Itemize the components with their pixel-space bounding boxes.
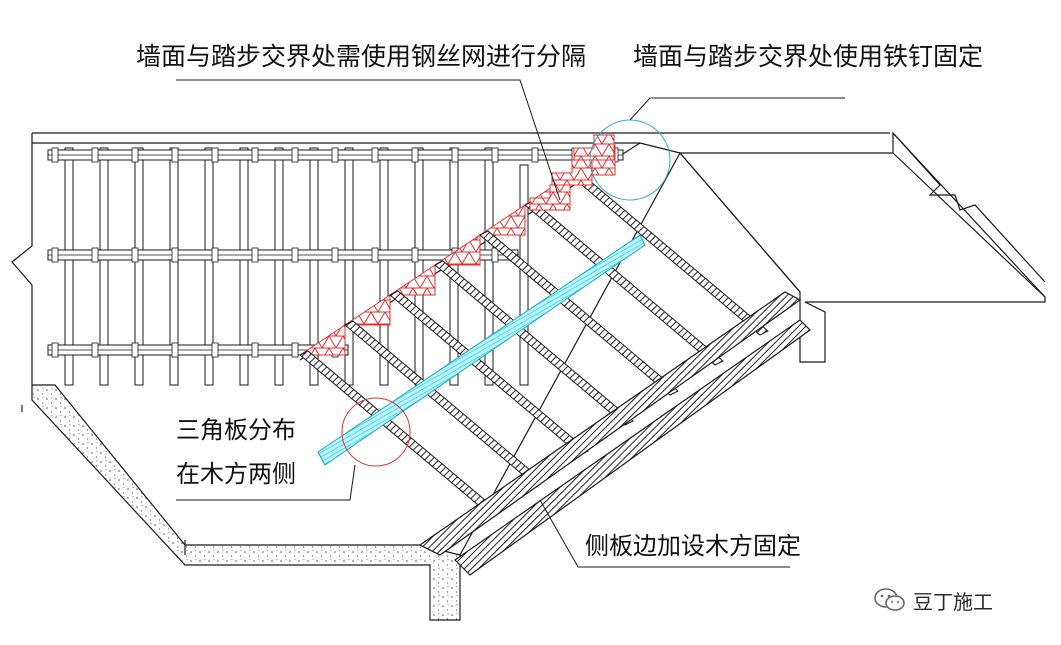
riser-board — [389, 290, 589, 456]
clamp — [51, 342, 59, 358]
clamp — [411, 247, 419, 263]
prop — [274, 147, 284, 386]
clamp — [251, 247, 259, 263]
step-block — [551, 159, 593, 186]
riser-board — [479, 230, 679, 396]
side-board — [418, 291, 811, 576]
clamp — [291, 247, 299, 263]
wall-nail-note: 墙面与踏步交界处使用铁钉固定 — [633, 42, 984, 71]
clamp — [491, 247, 499, 263]
prop — [64, 147, 74, 386]
clamp — [251, 342, 259, 358]
clamp — [171, 147, 179, 163]
prop — [309, 147, 319, 386]
step-triangle — [298, 324, 346, 356]
clamp — [291, 147, 299, 163]
clamp — [51, 147, 59, 163]
concrete-base — [21, 384, 461, 621]
clamp — [171, 247, 179, 263]
triangle-note-line1: 三角板分布 — [176, 416, 296, 444]
riser-board — [524, 200, 724, 366]
step-triangle — [388, 264, 436, 296]
vertical-props — [64, 147, 529, 386]
wall-outline — [11, 132, 890, 385]
watermark: 豆丁施工 — [873, 585, 993, 615]
landing-slab — [678, 131, 1046, 363]
clamp — [331, 147, 339, 163]
clamp — [131, 147, 139, 163]
step-block — [529, 184, 571, 211]
clamp — [371, 247, 379, 263]
wall-mesh-note: 墙面与踏步交界处需使用钢丝网进行分隔 — [136, 42, 587, 71]
side-board-note: 侧板边加设木方固定 — [585, 532, 801, 560]
callouts — [176, 79, 845, 568]
riser-board — [434, 260, 634, 426]
clamp — [131, 247, 139, 263]
prop — [414, 147, 424, 386]
clamp — [211, 247, 219, 263]
clamp — [211, 342, 219, 358]
clamp — [91, 342, 99, 358]
stair-steps — [298, 134, 769, 516]
clamp — [91, 147, 99, 163]
horizontal-walers — [47, 147, 624, 358]
step-triangle — [433, 234, 481, 266]
clamp — [251, 147, 259, 163]
clamp — [371, 147, 379, 163]
step-triangle — [343, 294, 391, 326]
clamp — [451, 147, 459, 163]
riser-board — [344, 320, 544, 486]
clamp — [331, 247, 339, 263]
prop — [379, 147, 389, 386]
clamp — [411, 147, 419, 163]
prop — [484, 147, 494, 386]
clamp — [531, 147, 539, 163]
riser-board — [299, 350, 499, 516]
clamp — [211, 147, 219, 163]
prop — [239, 147, 249, 386]
clamp — [491, 147, 499, 163]
clamp — [91, 247, 99, 263]
clamp — [291, 342, 299, 358]
wechat-icon — [874, 588, 905, 611]
triangle-note-line2: 在木方两侧 — [176, 460, 296, 488]
clamp — [171, 342, 179, 358]
prop — [204, 147, 214, 386]
watermark-text: 豆丁施工 — [913, 589, 993, 614]
step-block — [573, 134, 615, 161]
clamp — [51, 247, 59, 263]
step-triangle — [478, 204, 526, 236]
prop — [99, 147, 109, 386]
prop — [134, 147, 144, 386]
clamp — [131, 342, 139, 358]
